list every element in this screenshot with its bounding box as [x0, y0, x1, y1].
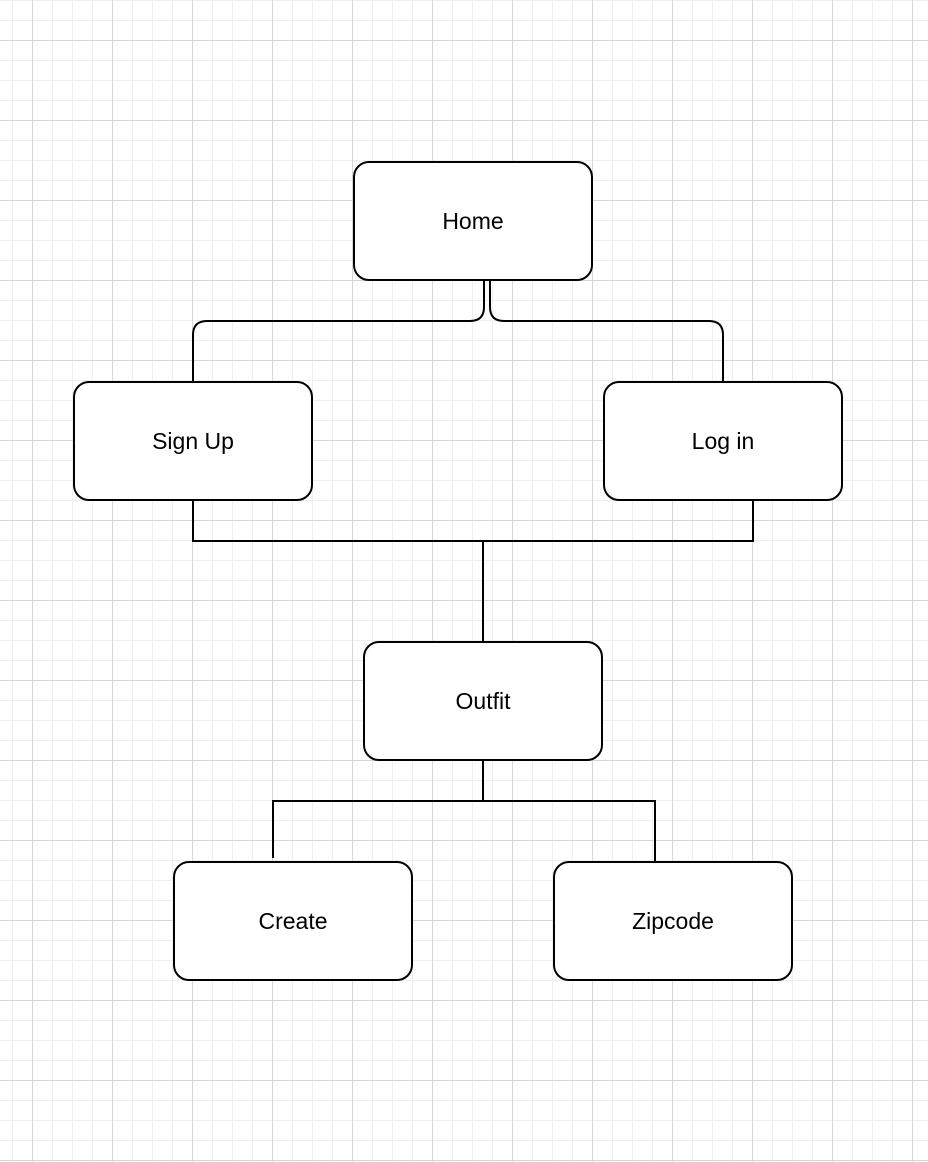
- node-sign-up-label: Sign Up: [152, 427, 234, 454]
- node-outfit-label: Outfit: [455, 687, 511, 714]
- node-create[interactable]: Create: [173, 861, 413, 981]
- node-create-label: Create: [258, 907, 328, 934]
- connector-login-outfit: [483, 501, 754, 542]
- connector-outfit-create: [272, 761, 484, 858]
- node-home-label: Home: [442, 207, 504, 234]
- connector-home-login: [489, 281, 724, 381]
- node-log-in-label: Log in: [691, 427, 755, 454]
- node-log-in[interactable]: Log in: [603, 381, 843, 501]
- node-outfit[interactable]: Outfit: [363, 641, 603, 761]
- node-sign-up[interactable]: Sign Up: [73, 381, 313, 501]
- node-home[interactable]: Home: [353, 161, 593, 281]
- node-zipcode[interactable]: Zipcode: [553, 861, 793, 981]
- node-zipcode-label: Zipcode: [632, 907, 714, 934]
- connector-home-signup: [192, 281, 485, 381]
- connector-outfit-zipcode: [483, 800, 656, 861]
- connector-signup-outfit: [192, 501, 484, 641]
